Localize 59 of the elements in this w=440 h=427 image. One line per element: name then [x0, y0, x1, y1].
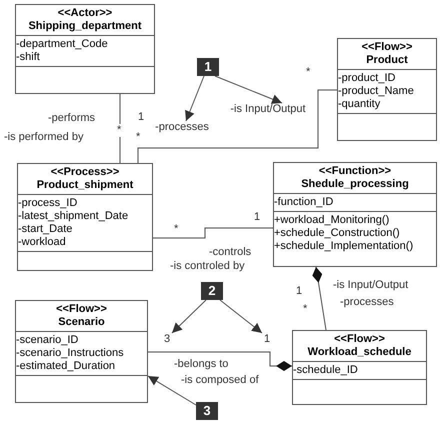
class-box [17, 163, 153, 271]
stereotype-label: <<Flow>> [362, 41, 412, 54]
callout-number: 3 [196, 402, 218, 420]
attribute-text: -shift [16, 51, 41, 64]
class-name: Scenario [58, 316, 105, 329]
connector-line [152, 228, 274, 238]
attribute-text: -scenario_ID [16, 334, 80, 347]
attribute-text: -latest_shipment_Date [18, 210, 130, 223]
stereotype-label: <<Actor>> [58, 7, 112, 20]
attribute-text: -product_ID [338, 72, 396, 85]
arrow [220, 300, 262, 334]
attribute-text: -start_Date [18, 223, 74, 236]
attribute-text: -product_Name [338, 85, 415, 98]
class-box [15, 4, 155, 94]
arrow [148, 376, 196, 406]
role-label: 3 [162, 333, 172, 346]
connector-line [312, 266, 326, 330]
class-name: Shipping_department [28, 20, 142, 33]
role-name: -processes [340, 296, 394, 309]
operation-text: +workload_Monitoring() [274, 214, 390, 227]
role-label: -processes [150, 121, 214, 134]
callout-number: 1 [197, 58, 219, 76]
callout-number: 2 [201, 282, 223, 300]
connector-line [148, 352, 292, 371]
attribute-text: -process_ID [18, 197, 78, 210]
attribute-text: -workload [18, 236, 67, 249]
role-label: -is Input/Output [222, 103, 314, 116]
arrow [214, 76, 282, 104]
role-name: -is Input/Output [333, 279, 408, 292]
connector-line [138, 90, 338, 164]
attribute-text: -estimated_Duration [16, 360, 116, 373]
attribute-text: -function_ID [274, 196, 334, 209]
class-name: Shedule_processing [301, 178, 409, 191]
attribute-text: -quantity [338, 98, 382, 111]
stereotype-label: <<Flow>> [334, 333, 385, 346]
stereotype-label: <<Process>> [50, 166, 120, 179]
class-name: Product [366, 54, 408, 67]
role-name: -is composed of [181, 374, 259, 387]
class-box [292, 330, 427, 405]
attribute-text: -department_Code [16, 38, 109, 51]
class-name: Workload_schedule [308, 346, 412, 359]
class-box [337, 38, 437, 141]
role-label: 1 [262, 333, 272, 346]
class-name: Product_shipment [36, 179, 134, 192]
attribute-text: -scenario_Instructions [16, 347, 125, 360]
operation-text: +schedule_Implementation() [274, 240, 414, 253]
arrow [172, 300, 206, 334]
multiplicity-label: * [117, 124, 122, 137]
stereotype-label: <<Function>> [318, 165, 392, 178]
operation-text: +schedule_Construction() [274, 227, 401, 240]
stereotype-label: <<Flow>> [56, 303, 107, 316]
role-name: -belongs to [174, 358, 228, 371]
role-name: -is performed by [4, 131, 84, 144]
class-box [273, 162, 437, 267]
role-name: -performs [48, 112, 96, 125]
attribute-text: -schedule_ID [293, 364, 359, 377]
role-name: -is controled by [170, 260, 245, 273]
class-box [15, 300, 148, 403]
arrow [185, 76, 204, 122]
